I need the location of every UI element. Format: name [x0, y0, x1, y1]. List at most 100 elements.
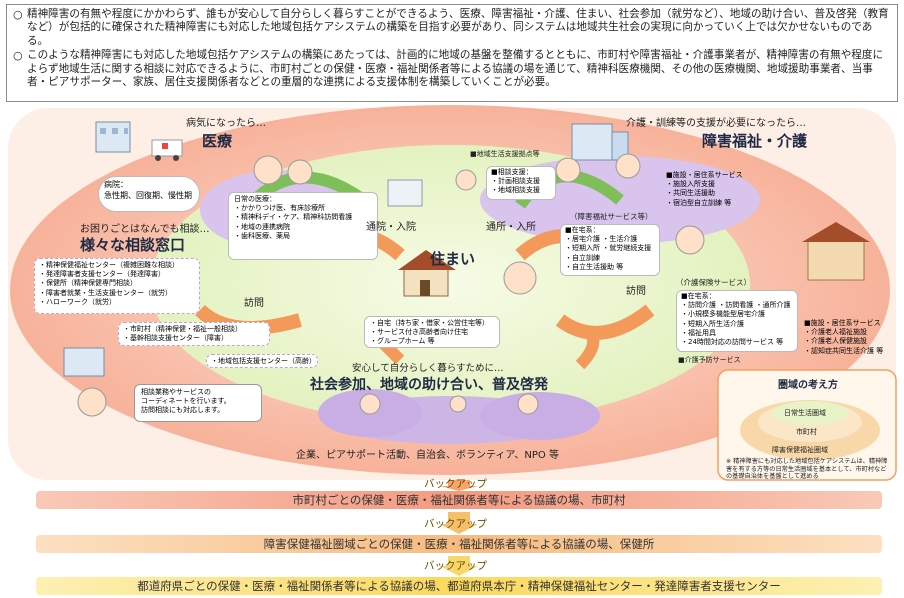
consult-support-item: ・地域相談支援: [491, 186, 540, 195]
area-inner-ellipse: [772, 401, 848, 425]
consult-item: ・市町村（精神保健・福祉一般相談）: [123, 325, 242, 333]
care-facility-item: ■施設・居住系サービス: [804, 319, 881, 327]
ambulance-icon: [151, 139, 183, 161]
intro-text-2: このような精神障害にも対応した地域包括ケアシステムの構築にあたっては、計画的に地…: [27, 49, 884, 89]
welfare-facility-item: ・宿泊型自立訓練 等: [666, 198, 732, 207]
arrow-label-visit-left: 訪問: [244, 298, 264, 309]
consult-caption: お困りごとはなんでも相談…: [80, 224, 210, 235]
care-home-item: ・小規模多機能型居宅介護: [681, 310, 765, 319]
consult-support-box: ■相談支援： ・計画相談支援 ・地域相談支援: [486, 166, 556, 200]
area-mid-label: 市町村: [796, 428, 817, 436]
backup-arrow-3: [440, 556, 478, 576]
backup-arrow-2: [440, 512, 478, 534]
consult-item: ・保健所（精神保健専門相談）: [39, 279, 137, 288]
consult-item: ・地域包括支援センター（高齢）: [211, 357, 316, 365]
housing-item: ・グループホーム 等: [370, 337, 435, 346]
consult-item: ・発達障害者支援センター（発達障害）: [39, 270, 165, 279]
band-3-bg: [36, 577, 882, 595]
hospital-box: 病院： 急性期、回復期、慢性期: [98, 176, 200, 212]
welfare-home-item: ・自立生活援助 等: [565, 262, 624, 271]
housing-title: 住まい: [430, 250, 476, 268]
daily-medical-title: 日常の医療：: [234, 195, 276, 203]
child-icon: [449, 395, 467, 413]
backup-label-3: バックアップ: [424, 560, 487, 572]
area-title: 圏域の考え方: [778, 380, 838, 391]
welfare-facility-item: ・施設入所支援: [666, 180, 715, 189]
arrow-label-visit-right: 訪問: [626, 286, 646, 297]
welfare-title: 障害福祉・介護: [702, 132, 808, 150]
intro-box: ○ 精神障害の有無や程度にかかわらず、誰もが安心して自分らしく暮らすことができる…: [6, 4, 898, 102]
house-icon: [398, 250, 456, 297]
area-note-1: ※ 精神障害にも対応した地域包括ケアシステムは、精神障害を有する方等の日常生活圏…: [726, 458, 888, 481]
backup-label-2: バックアップ: [424, 518, 487, 530]
care-facility-icon: [802, 222, 870, 281]
coordinator-bubble: 相談業務やサービスの コーディネートを行います。 訪問相談にも対応します。: [134, 384, 262, 422]
intro-paragraph-1: ○ 精神障害の有無や程度にかかわらず、誰もが安心して自分らしく暮らすことができる…: [13, 8, 891, 48]
band-municipality: 市町村ごとの保健・医療・福祉関係者等による協議の場、市町村: [292, 493, 626, 507]
intro-bullet-2: ○: [13, 49, 23, 63]
band-1-bg: [36, 491, 882, 509]
nurse-icon: [287, 159, 313, 185]
daily-medical-item: ・かかりつけ医、有床診療所: [234, 204, 326, 213]
group-icon: [517, 393, 539, 415]
daily-medical-box: 日常の医療： ・かかりつけ医、有床診療所 ・精神科デイ・ケア、精神科訪問看護 ・…: [228, 192, 378, 260]
hospital-icon: [95, 121, 131, 153]
care-home-item: ・福祉用具: [681, 328, 716, 337]
coordinator-text: 相談業務やサービスの: [141, 388, 211, 396]
care-home-item: ■在宅系：: [681, 292, 716, 300]
support-staff-icon: [455, 169, 477, 191]
backup-label-1: バックアップ: [424, 478, 487, 490]
housing-item: ・サービス付き高齢者向け住宅: [370, 328, 468, 337]
consult-item: ・基幹相談支援センター（障害）: [123, 334, 228, 343]
caregiver-2-icon: [615, 153, 641, 179]
arrow-visit-right: [555, 304, 655, 340]
care-home-box: ■在宅系： ・訪問介護 ・訪問看護 ・通所介護 ・小規模多機能型居宅介護 ・短期…: [676, 290, 798, 352]
welfare-caption: 介護・訓練等の支援が必要になったら…: [626, 118, 806, 129]
consult-list-1: ・精神保健福祉センター（複雑困難な相談） ・発達障害者支援センター（発達障害） …: [34, 258, 200, 314]
daily-medical-item: ・歯科医療、薬局: [234, 231, 290, 240]
coordinator-text: 訪問相談にも対応します。: [141, 406, 225, 415]
housing-box: ・自宅（持ち家・借家・公営住宅等） ・サービス付き高齢者向け住宅 ・グループホー…: [364, 316, 500, 348]
care-insurance-label: （介護保険サービス）: [676, 278, 751, 287]
medical-caption: 病気になったら…: [186, 118, 266, 129]
social-items: 企業、ピアサポート活動、自治会、ボランティア、NPO 等: [296, 450, 559, 461]
arrow-label-facility: 通所・入所: [486, 222, 536, 233]
medical-title: 医療: [202, 132, 233, 150]
social-oval-right: [480, 392, 600, 440]
welfare-home-item: ・短期入所 ・就労継続支援: [565, 244, 652, 253]
social-title: 社会参加、地域の助け合い、普及啓発: [310, 377, 548, 393]
consult-item: ・精神保健福祉センター（複雑困難な相談）: [39, 261, 179, 269]
care-facility-item: ・認知症共同生活介護 等: [804, 346, 884, 355]
consult-support-item: ・計画相談支援: [491, 177, 540, 186]
care-facility-item: ・介護老人福祉施設: [804, 328, 867, 337]
welfare-home-box: ■在宅系： ・居宅介護 ・生活介護 ・短期入所 ・就労継続支援 ・自立訓練 ・自…: [560, 224, 660, 276]
consult-item: ・障害者就業・生活支援センター（就労）: [39, 288, 172, 297]
care-facility-item: ・介護老人保健施設: [804, 337, 867, 346]
welfare-facility-item: ■施設・居住系サービス: [666, 171, 743, 179]
doctor-icon: [253, 155, 283, 185]
intro-paragraph-2: ○ このような精神障害にも対応した地域包括ケアシステムの構築にあたっては、計画的…: [13, 49, 891, 89]
welfare-facility-box: ■施設・居住系サービス ・施設入所支援 ・共同生活援助 ・宿泊型自立訓練 等: [662, 170, 752, 214]
band-region: 障害保健福祉圏域ごとの保健・医療・福祉関係者等による協議の場、保健所: [263, 537, 655, 551]
family-icon: [503, 261, 537, 295]
band-2-bg: [36, 535, 882, 553]
welfare-home-item: ・自立訓練: [565, 253, 600, 262]
consultant-icon: [77, 387, 107, 417]
welfare-home-item: ■在宅系：: [565, 226, 600, 234]
care-home-item: ・訪問介護 ・訪問看護 ・通所介護: [681, 301, 791, 310]
arrow-label-hospital: 通院・入院: [366, 222, 416, 233]
welfare-facility-item: ・共同生活援助: [666, 189, 715, 198]
hospital-label: 病院：: [104, 180, 128, 189]
welfare-building-icon: [571, 123, 629, 161]
hospital-types: 急性期、回復期、慢性期: [104, 190, 192, 200]
consult-support-item: ■相談支援：: [491, 168, 533, 176]
daily-medical-item: ・精神科デイ・ケア、精神科訪問看護: [234, 213, 353, 222]
social-caption: 安心して自分らしく暮らすために…: [352, 363, 504, 374]
consult-building-icon: [63, 347, 105, 377]
housing-item: ・自宅（持ち家・借家・公営住宅等）: [370, 319, 489, 327]
welfare-home-item: ・居宅介護 ・生活介護: [565, 235, 638, 244]
band-prefecture: 都道府県ごとの保健・医療・福祉関係者等による協議の場、都道府県本庁・精神保健福祉…: [137, 579, 781, 593]
support-building-icon: [387, 179, 423, 207]
area-outer-label: 障害保健福祉圏域: [772, 446, 828, 454]
